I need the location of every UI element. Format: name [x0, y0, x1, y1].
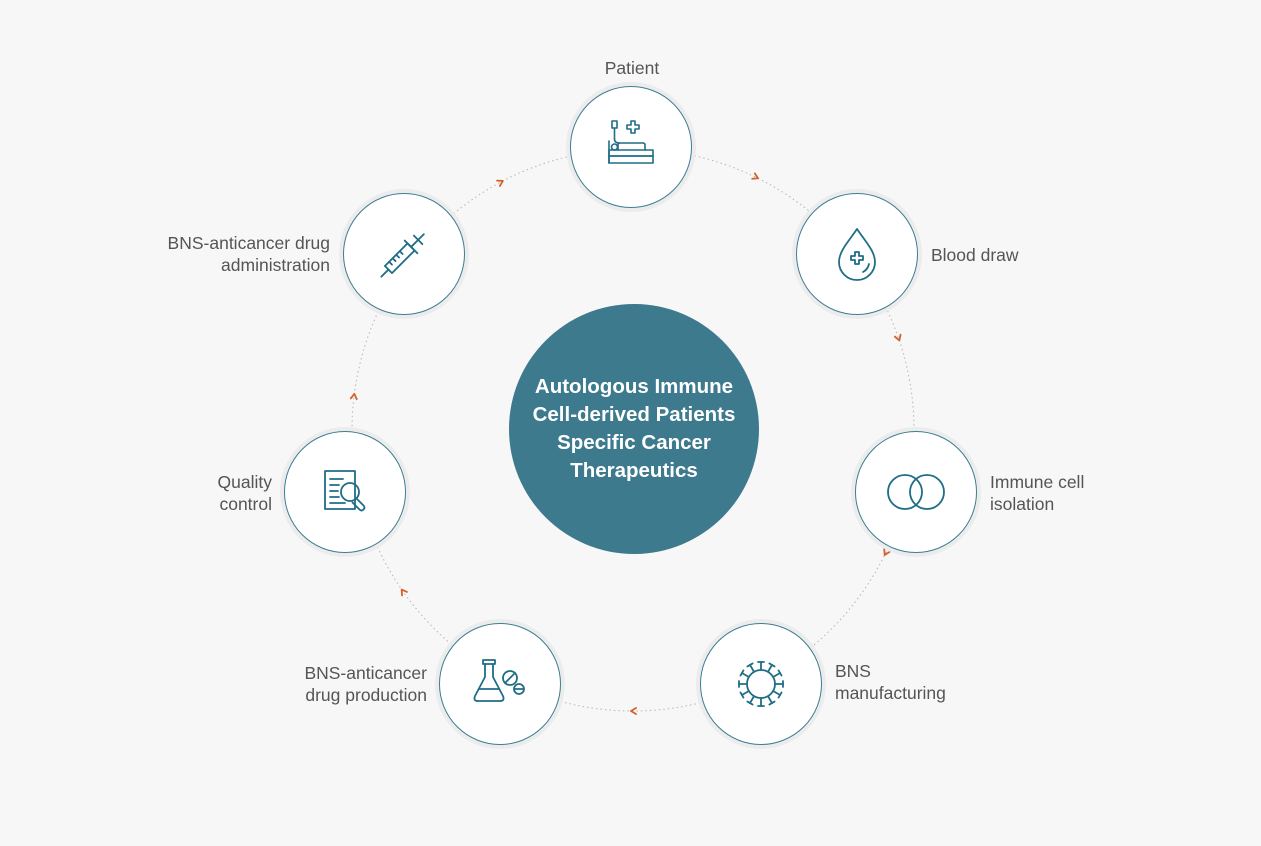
step-bns-drug-production-label-line-2: drug production — [305, 685, 427, 705]
cycle-arrow-2 — [893, 333, 902, 342]
step-quality-control-label-line-1: Quality — [217, 472, 272, 492]
center-hub: Autologous Immune Cell-derived Patients … — [509, 304, 759, 554]
step-blood-draw-node — [796, 193, 918, 315]
hospital-bed-icon — [608, 120, 654, 164]
center-title-line-4: Therapeutics — [570, 459, 698, 482]
cycle-arrow-6 — [349, 392, 358, 401]
virus-spike-cap — [746, 662, 754, 668]
cycle-arrow-3 — [883, 548, 891, 556]
step-patient-node — [570, 86, 692, 208]
cycle-arrows — [349, 172, 902, 715]
virus-spike — [741, 690, 750, 696]
step-bns-manufacturing-label-line-1: BNS — [835, 661, 871, 681]
step-immune-cell-isolation-label-line-2: isolation — [990, 494, 1055, 514]
virus-spike-cap — [739, 691, 745, 699]
virus-spike — [741, 672, 750, 678]
document-magnifier-icon — [324, 470, 366, 512]
virus-spike-cap — [777, 669, 783, 677]
virus-spike-cap — [746, 700, 754, 706]
virus-spike — [767, 664, 773, 673]
step-bns-drug-administration-label-line-2: administration — [221, 255, 330, 275]
virus-spike — [749, 695, 755, 704]
flask-pills-icon — [473, 659, 525, 702]
step-immune-cell-isolation-node — [855, 431, 977, 553]
virus-spike-cap — [768, 700, 776, 706]
step-patient-label: Patient — [572, 57, 692, 79]
virus-spike-cap — [768, 662, 776, 668]
step-bns-manufacturing-label-line-2: manufacturing — [835, 683, 946, 703]
center-title-line-2: Cell-derived Patients — [532, 403, 736, 426]
virus-icon — [738, 661, 784, 707]
step-quality-control-label-line-2: control — [219, 494, 272, 514]
virus-spike-cap — [739, 669, 745, 677]
cycle-arrow-7 — [496, 179, 504, 187]
step-immune-cell-isolation-label-line-1: Immune cell — [990, 472, 1085, 492]
step-blood-draw-label: Blood draw — [931, 244, 1019, 266]
step-quality-control-node — [284, 431, 406, 553]
virus-spike — [749, 664, 755, 673]
center-title-line-1: Autologous Immune — [534, 375, 734, 398]
virus-spike — [767, 695, 773, 704]
step-immune-cell-isolation-label: Immune cell isolation — [990, 471, 1084, 515]
virus-spike-cap — [777, 691, 783, 699]
step-bns-manufacturing-node — [700, 623, 822, 745]
step-bns-drug-production-label-line-1: BNS-anticancer — [304, 663, 427, 683]
virus-spike — [772, 690, 781, 696]
step-bns-drug-administration-label-line-1: BNS-anticancer drug — [167, 233, 330, 253]
virus-spike — [772, 672, 781, 678]
step-bns-drug-administration-label: BNS-anticancer drug administration — [168, 232, 330, 276]
step-bns-drug-production-label: BNS-anticancer drug production — [304, 662, 427, 706]
cycle-arrow-5 — [400, 588, 408, 597]
step-patient-label-line-1: Patient — [604, 58, 660, 78]
step-bns-drug-administration-node — [343, 193, 465, 315]
center-title-line-3: Specific Cancer — [557, 431, 711, 454]
syringe-icon — [380, 233, 425, 278]
cycle-arrow-1 — [751, 172, 759, 180]
cycle-arrow-4 — [630, 707, 637, 715]
step-bns-drug-production-node — [439, 623, 561, 745]
step-bns-manufacturing-label: BNS manufacturing — [835, 660, 946, 704]
step-quality-control-label: Quality control — [218, 471, 272, 515]
cells-icon — [887, 474, 945, 510]
step-blood-draw-label-line-1: Blood draw — [931, 245, 1019, 265]
blood-drop-icon — [838, 228, 876, 281]
